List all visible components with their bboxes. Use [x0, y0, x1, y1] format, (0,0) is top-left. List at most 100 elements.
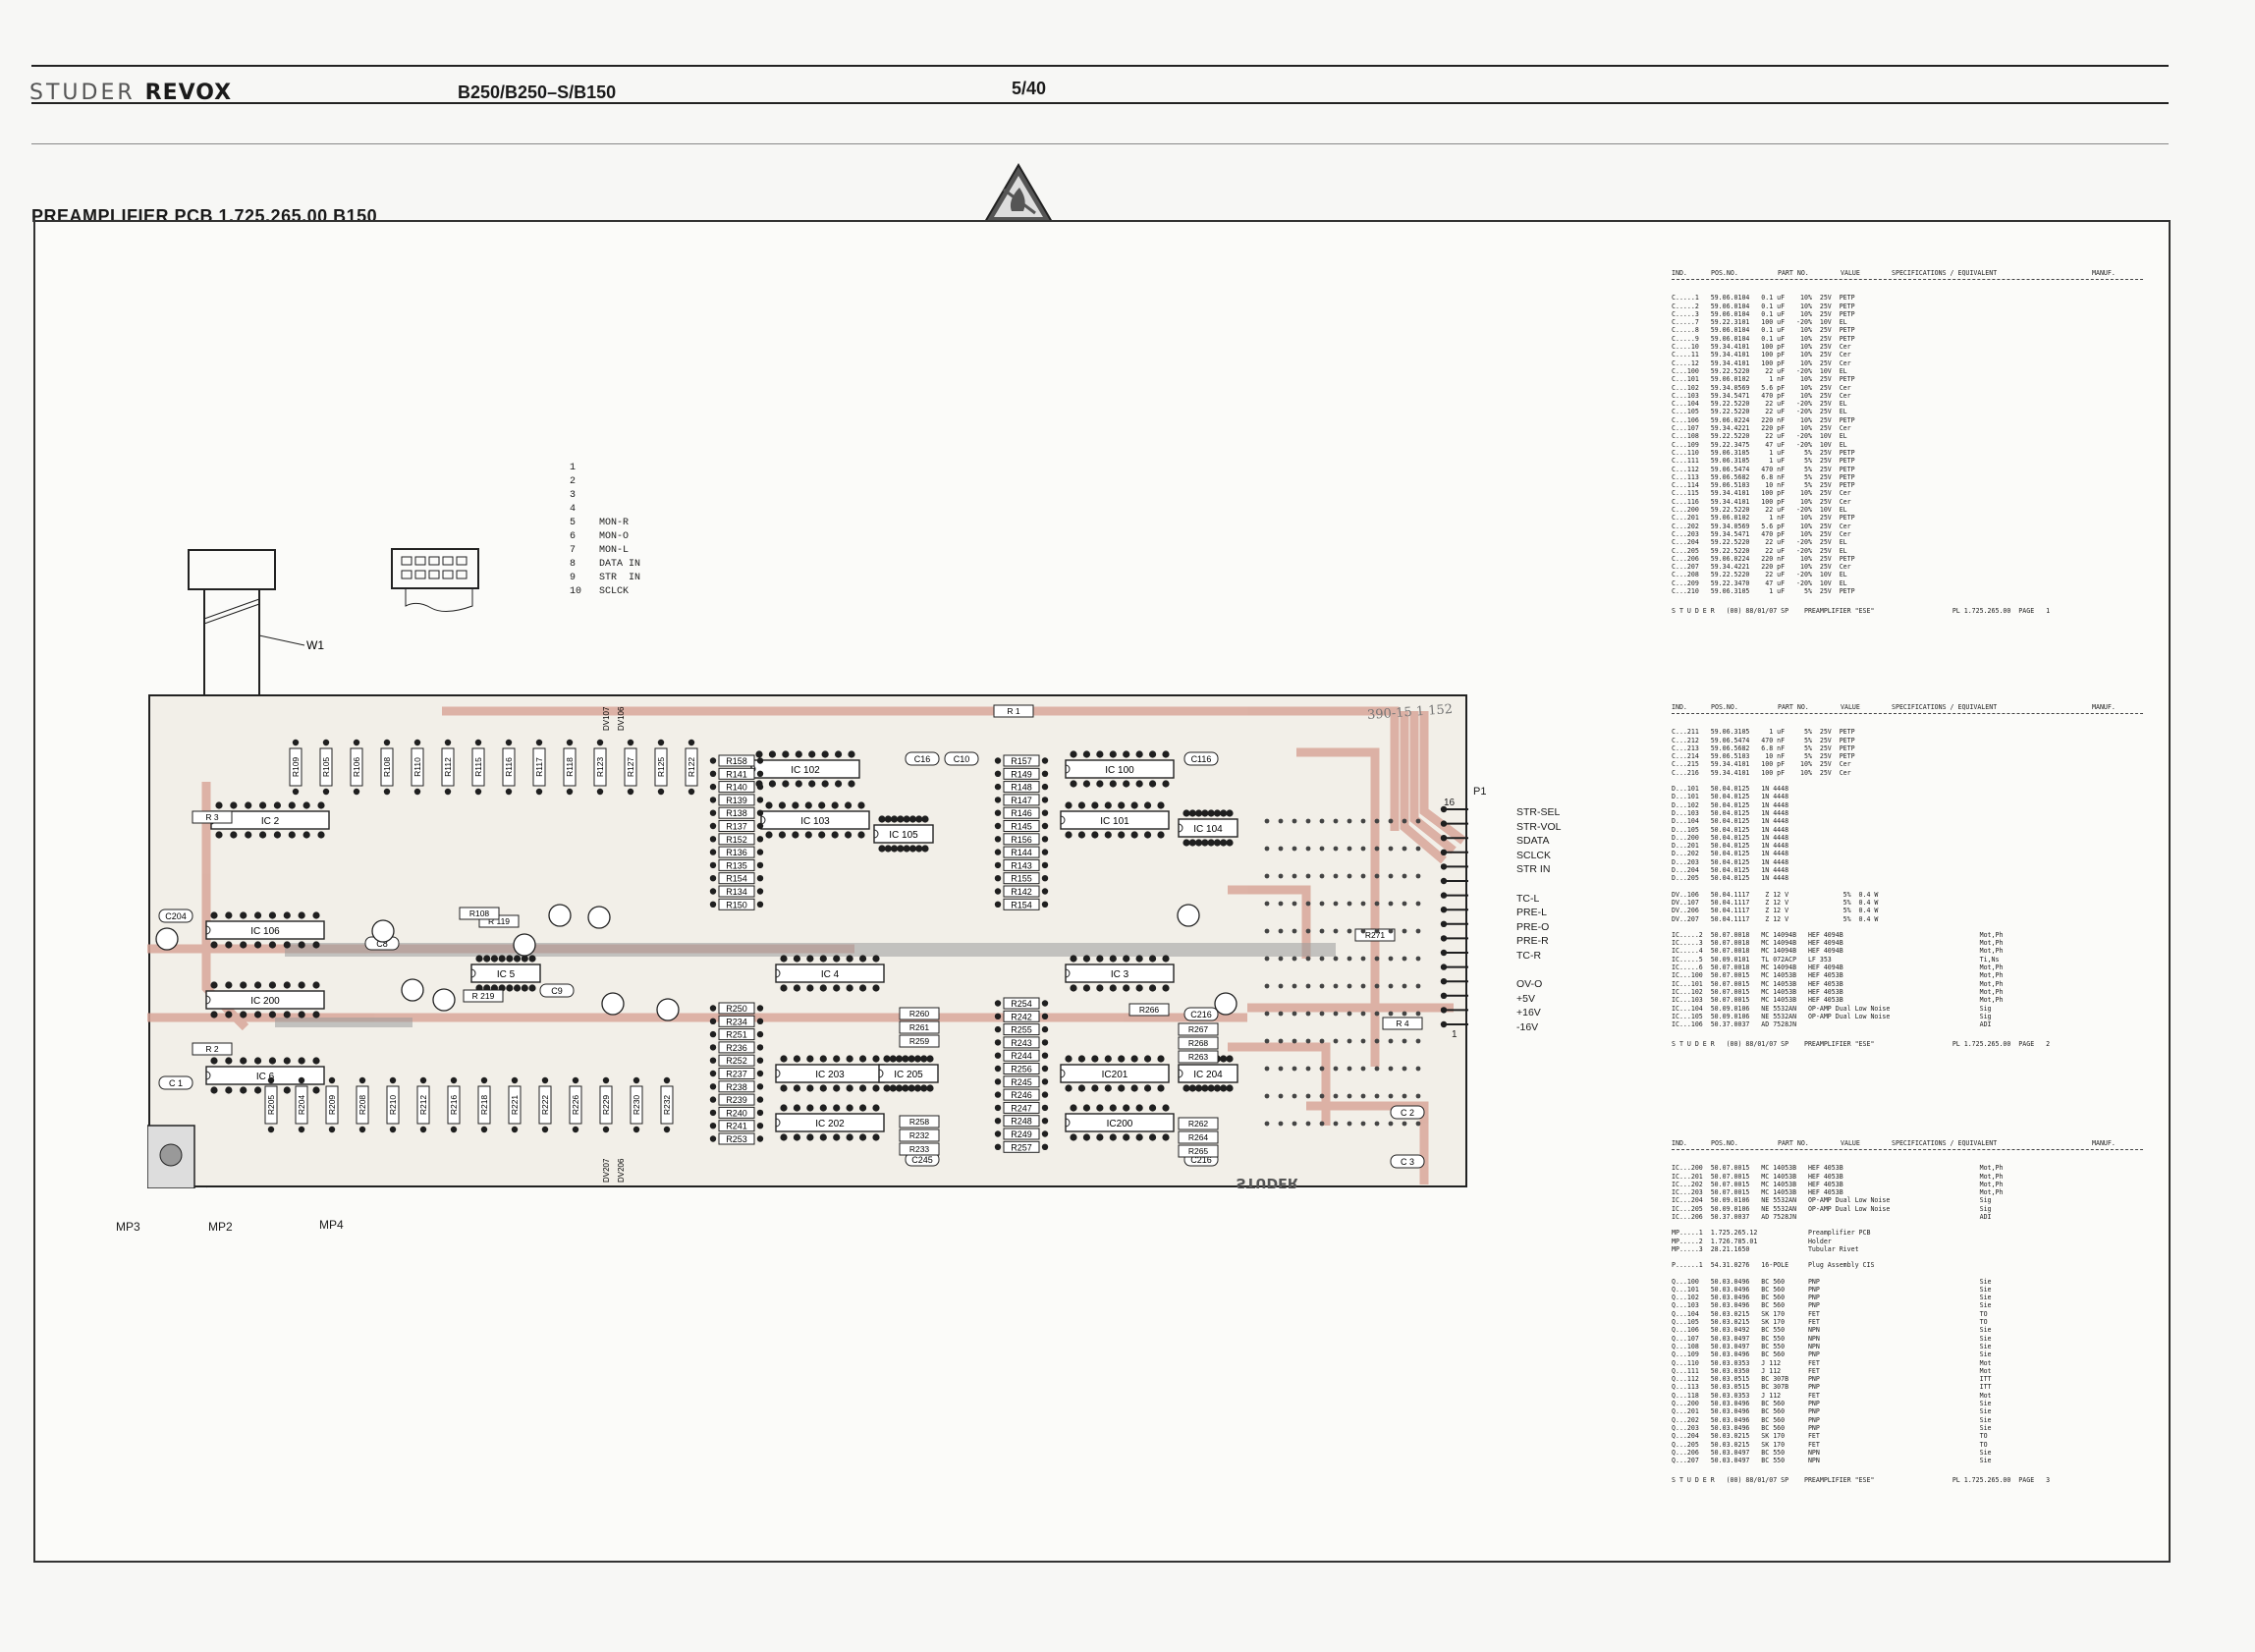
pad: [1415, 956, 1421, 962]
ic-pin: [1130, 801, 1138, 809]
pad: [632, 1126, 640, 1133]
pad: [709, 1096, 717, 1103]
edge-pad: [1440, 935, 1448, 942]
ic-pin: [1162, 1104, 1170, 1112]
pad: [358, 1126, 366, 1133]
table-footer: S T U D E R (00) 88/01/07 SP PREAMPLIFIE…: [1672, 607, 2051, 616]
ic-pin: [890, 815, 899, 823]
ic-pin: [872, 984, 880, 992]
ic-pin: [317, 831, 325, 839]
table-row: IC.....4 50.07.0018 MC 14094B HEF 4094B …: [1672, 947, 2004, 956]
resistor-body: [1178, 1036, 1219, 1050]
resistor-body: [593, 747, 607, 787]
pad: [413, 788, 421, 796]
ic-pin: [1135, 955, 1143, 963]
ic-pin: [872, 1055, 880, 1063]
ic-body: [205, 990, 325, 1010]
ic-pin: [1182, 1084, 1190, 1092]
pad: [1041, 1025, 1049, 1033]
resistor-label: R137: [726, 822, 747, 832]
pad: [1415, 873, 1421, 879]
resistor-label: R 4: [1396, 1019, 1409, 1028]
ic-pin: [1118, 1084, 1126, 1092]
ic-pin: [1157, 1055, 1165, 1063]
ic-pin: [1065, 801, 1072, 809]
resistor-body: [502, 747, 516, 787]
ic-pin: [913, 1084, 922, 1092]
pad: [994, 1052, 1002, 1059]
pad: [1041, 875, 1049, 882]
pad: [1278, 1011, 1284, 1017]
resistor-label: R250: [726, 1004, 747, 1014]
resistor-label: R221: [510, 1095, 520, 1116]
pad: [1347, 901, 1352, 907]
pad: [1388, 1093, 1394, 1099]
pad: [1374, 1121, 1380, 1127]
ic-pin: [883, 1084, 891, 1092]
pad: [541, 1076, 549, 1084]
pad: [474, 739, 482, 746]
ic-pin: [215, 801, 223, 809]
resistor-body: [718, 1068, 755, 1079]
edge-signal-label: PRE-R: [1516, 935, 1549, 948]
pad: [511, 1126, 519, 1133]
ic-pin: [834, 780, 843, 788]
edge-signal-label: TC-R: [1516, 949, 1542, 962]
ic-pin: [490, 955, 499, 963]
resistor-label: R134: [726, 887, 747, 897]
ic-pin: [1104, 801, 1112, 809]
ic-pin: [1104, 1084, 1112, 1092]
resistor-label: R205: [266, 1095, 276, 1116]
resistor-body: [356, 1085, 369, 1125]
ic-pin: [884, 815, 892, 823]
resistor-label: R 1: [1007, 706, 1020, 716]
pad: [1333, 818, 1339, 824]
table-row: [1672, 923, 2143, 931]
table-row: IC...202 50.07.0015 MC 14053B HEF 4053B …: [1672, 1180, 2004, 1188]
table-row: C...103 59.34.5471 470 pF 10% 25V Cer: [1672, 391, 1851, 400]
ic-pin: [1135, 1133, 1143, 1141]
ic-pin: [1201, 839, 1209, 847]
pad: [1402, 818, 1407, 824]
pad: [1264, 846, 1270, 852]
resistor-label: R144: [1011, 848, 1032, 857]
table-row: C.....2 59.06.0104 0.1 uF 10% 25V PETP: [1672, 302, 1855, 310]
resistor-body: [569, 1085, 582, 1125]
pin-10: 10 SCLCK: [570, 586, 630, 597]
ic-pin: [833, 1084, 841, 1092]
ic-pin: [1082, 1104, 1091, 1112]
ic-pin: [833, 955, 841, 963]
resistor-body: [993, 704, 1034, 718]
pad: [1319, 1038, 1325, 1044]
ic-notch: [1178, 823, 1183, 833]
resistor-label: R 2: [205, 1044, 219, 1054]
resistor-label: R260: [909, 1009, 930, 1019]
resistor-label: R145: [1011, 822, 1032, 832]
pad: [756, 1018, 764, 1024]
pad: [1319, 1066, 1325, 1072]
table-row: C...112 59.06.5474 470 nF 5% 25V PETP: [1672, 465, 1855, 473]
ic-pin: [513, 955, 522, 963]
pad: [1415, 901, 1421, 907]
table-row: C...212 59.06.5474 470 nF 5% 25V PETP: [1672, 736, 1855, 744]
pad: [994, 1091, 1002, 1098]
pad: [756, 1083, 764, 1090]
pad: [1347, 1038, 1352, 1044]
ic-pin: [1091, 1055, 1099, 1063]
ic-pin: [844, 831, 852, 839]
resistor-label: R258: [909, 1117, 930, 1127]
ic-pin: [920, 1084, 928, 1092]
pad: [602, 1076, 610, 1084]
pad: [1402, 1093, 1407, 1099]
diode-label: DV106: [617, 706, 626, 731]
table-row: D...203 50.04.0125 1N 4448: [1672, 857, 1789, 866]
ic-pin: [878, 845, 886, 853]
pad: [1388, 901, 1394, 907]
pad: [1305, 1011, 1311, 1017]
pad: [1041, 901, 1049, 908]
pad: [1305, 983, 1311, 989]
pad: [1347, 956, 1352, 962]
